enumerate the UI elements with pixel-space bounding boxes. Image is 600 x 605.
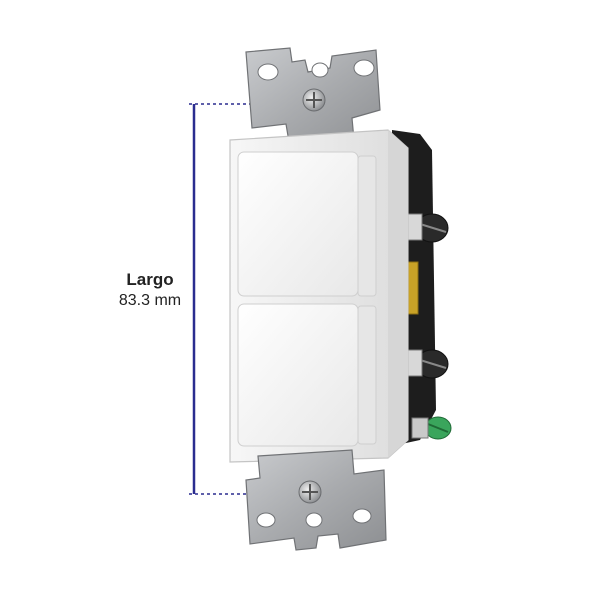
top-mounting-plate bbox=[245, 47, 381, 149]
rocker-bottom bbox=[237, 303, 377, 447]
dimension-label: Largo bbox=[126, 270, 174, 289]
dimension-line bbox=[189, 103, 302, 495]
ground-screw bbox=[411, 416, 452, 440]
bottom-mounting-plate bbox=[245, 449, 387, 551]
terminal-screw-upper bbox=[405, 213, 449, 243]
rocker-top bbox=[237, 151, 377, 297]
dimension-value: 83.3 mm bbox=[118, 292, 182, 309]
terminal-screw-lower bbox=[405, 349, 449, 379]
